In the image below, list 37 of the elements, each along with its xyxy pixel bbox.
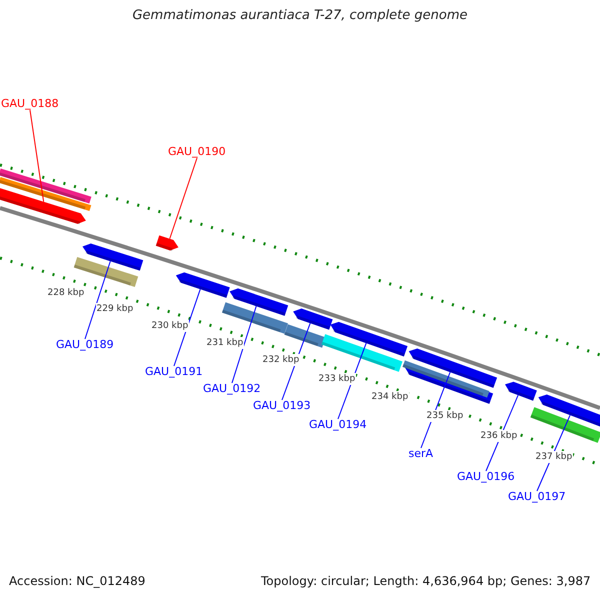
gene-block bbox=[176, 272, 230, 298]
gene-label: GAU_0190 bbox=[168, 146, 226, 158]
gene-block bbox=[330, 322, 408, 356]
gene-label: GAU_0193 bbox=[253, 400, 311, 412]
gene-block bbox=[156, 235, 178, 252]
gene-label: GAU_0194 bbox=[309, 419, 367, 431]
scale-label: 228 kbp bbox=[46, 287, 86, 299]
gene-block bbox=[0, 188, 86, 224]
gene-label: GAU_0197 bbox=[508, 491, 566, 503]
gene-label: GAU_0188 bbox=[1, 98, 59, 110]
scale-label: 231 kbp bbox=[206, 337, 244, 349]
gene-block bbox=[505, 382, 537, 401]
scale-label: 234 kbp bbox=[370, 391, 410, 403]
scale-label: 235 kbp bbox=[426, 410, 464, 422]
gene-label: GAU_0192 bbox=[203, 383, 261, 395]
scale-label: 232 kbp bbox=[262, 354, 300, 366]
gene-block bbox=[293, 308, 333, 330]
scale-label: 233 kbp bbox=[318, 373, 356, 385]
scale-label: 237 kbp bbox=[534, 451, 574, 463]
gene-block bbox=[230, 288, 288, 316]
leader-line bbox=[232, 306, 257, 384]
scale-label: 236 kbp bbox=[480, 430, 518, 442]
title: Gemmatimonas aurantiaca T-27, complete genome bbox=[131, 10, 469, 22]
gene-block bbox=[538, 394, 600, 428]
footer-text: Accession: NC_012489 bbox=[9, 575, 146, 587]
gene-block bbox=[82, 243, 144, 271]
leader-line bbox=[84, 260, 111, 340]
gene-label: serA bbox=[408, 448, 434, 460]
scale-label: 230 kbp bbox=[150, 320, 190, 332]
leader-line bbox=[30, 110, 44, 202]
gene-label: GAU_0189 bbox=[56, 339, 114, 351]
leader-line bbox=[174, 288, 201, 366]
gene-label: GAU_0196 bbox=[457, 471, 515, 483]
scale-label: 229 kbp bbox=[96, 303, 134, 315]
footer-text: Topology: circular; Length: 4,636,964 bp; Genes: 3,987 bbox=[261, 575, 591, 587]
gene-label: GAU_0191 bbox=[145, 366, 203, 378]
leader-line bbox=[169, 158, 198, 240]
